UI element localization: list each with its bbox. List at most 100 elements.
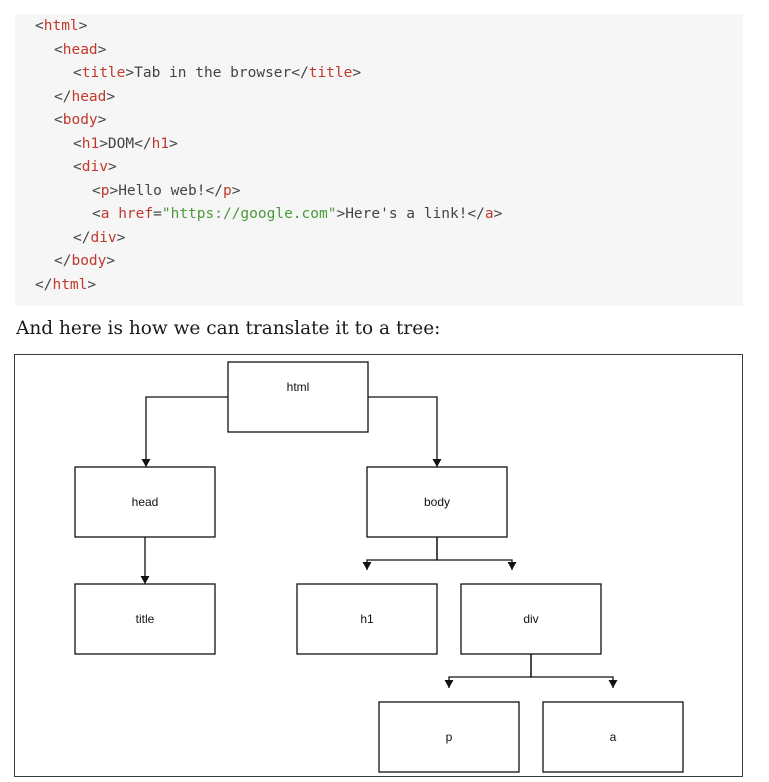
code-token: h1 bbox=[151, 135, 170, 152]
code-token: > bbox=[78, 18, 88, 34]
code-token: > bbox=[97, 112, 107, 128]
node-box bbox=[378, 701, 520, 773]
arrowhead bbox=[141, 459, 151, 467]
edge-html-head bbox=[141, 396, 228, 467]
code-token: > bbox=[97, 41, 107, 58]
code-token: html bbox=[52, 276, 88, 293]
node-box bbox=[74, 583, 216, 655]
code-token: > bbox=[169, 135, 178, 152]
code-line: <html> bbox=[35, 16, 87, 36]
code-token: </ bbox=[54, 88, 72, 105]
code-token: < bbox=[73, 135, 82, 152]
code-line: <body> bbox=[54, 110, 106, 130]
arrowhead bbox=[608, 680, 618, 688]
arrowhead bbox=[140, 576, 150, 584]
edge-body-div bbox=[436, 537, 517, 570]
edge-line bbox=[448, 654, 532, 688]
node-label-p: p bbox=[446, 730, 453, 744]
code-line: </body> bbox=[54, 251, 115, 271]
code-line: <p>Hello web!</p> bbox=[92, 181, 240, 201]
tree-svg: html head body title h1 div p a bbox=[74, 361, 684, 773]
edge-div-p bbox=[444, 654, 532, 688]
code-line: </html> bbox=[35, 275, 96, 295]
code-token: = bbox=[153, 206, 162, 222]
edge-line bbox=[436, 537, 513, 570]
node-box bbox=[74, 466, 216, 538]
code-line: <head> bbox=[54, 40, 106, 60]
code-token: h1 bbox=[81, 135, 100, 152]
arrowhead bbox=[362, 562, 372, 570]
node-title: title bbox=[74, 583, 216, 655]
code-token: < bbox=[73, 65, 82, 81]
node-label-h1: h1 bbox=[360, 612, 374, 626]
code-token: body bbox=[71, 253, 107, 269]
code-token: a bbox=[100, 206, 119, 222]
code-line: <title>Tab in the browser</title> bbox=[73, 63, 361, 83]
code-token: < bbox=[54, 112, 63, 128]
code-token: >DOM</ bbox=[99, 135, 152, 152]
code-token: div bbox=[81, 159, 108, 175]
code-token: "https://google.com" bbox=[161, 206, 337, 222]
code-token: > bbox=[106, 253, 116, 269]
node-p: p bbox=[378, 701, 520, 773]
code-token: < bbox=[54, 41, 63, 58]
code-token: > bbox=[87, 276, 97, 293]
code-token: > bbox=[231, 182, 241, 199]
dom-tree-diagram: html head body title h1 div p a bbox=[14, 354, 743, 777]
node-h1: h1 bbox=[296, 583, 438, 655]
edge-div-a bbox=[530, 654, 618, 688]
code-token: title bbox=[308, 65, 353, 81]
arrowhead bbox=[507, 562, 517, 570]
code-token: >Hello web!</ bbox=[109, 182, 223, 199]
code-token: head bbox=[71, 88, 107, 105]
code-token: body bbox=[62, 112, 98, 128]
code-token: href bbox=[118, 206, 154, 222]
code-token: title bbox=[81, 65, 126, 81]
node-label-a: a bbox=[610, 730, 617, 744]
code-token: </ bbox=[54, 253, 72, 269]
code-token: a bbox=[484, 206, 494, 222]
arrowhead bbox=[432, 459, 442, 467]
prose-paragraph: And here is how we can translate it to a… bbox=[16, 318, 441, 339]
node-label-div: div bbox=[523, 612, 538, 626]
node-box bbox=[460, 583, 602, 655]
node-div: div bbox=[460, 583, 602, 655]
node-label-head: head bbox=[132, 495, 159, 509]
code-token: >Tab in the browser</ bbox=[125, 65, 309, 81]
code-line: <h1>DOM</h1> bbox=[73, 134, 178, 154]
node-body: body bbox=[366, 466, 508, 538]
code-token: div bbox=[90, 229, 117, 246]
node-html: html bbox=[227, 361, 369, 433]
code-token: p bbox=[100, 182, 110, 199]
node-head: head bbox=[74, 466, 216, 538]
node-box bbox=[296, 583, 438, 655]
node-a: a bbox=[542, 701, 684, 773]
code-token: > bbox=[352, 65, 362, 81]
node-box bbox=[366, 466, 508, 538]
node-label-body: body bbox=[424, 495, 450, 509]
code-token: </ bbox=[35, 276, 53, 293]
edge-body-h1 bbox=[362, 537, 438, 570]
code-token: > bbox=[493, 206, 503, 222]
edge-line bbox=[366, 537, 438, 570]
code-token: >Here's a link!</ bbox=[336, 206, 485, 222]
node-box bbox=[542, 701, 684, 773]
arrowhead bbox=[444, 680, 454, 688]
code-token: < bbox=[73, 159, 82, 175]
node-box bbox=[227, 361, 369, 433]
node-label-title: title bbox=[136, 612, 155, 626]
edge-html-body bbox=[368, 396, 442, 467]
code-token: html bbox=[43, 18, 79, 34]
code-token: > bbox=[107, 159, 117, 175]
node-label-html: html bbox=[287, 380, 310, 394]
code-token: > bbox=[116, 229, 126, 246]
code-line: <div> bbox=[73, 157, 117, 177]
code-token: < bbox=[92, 206, 101, 222]
edge-line bbox=[530, 654, 614, 688]
code-line: </div> bbox=[73, 228, 125, 248]
code-token: < bbox=[35, 18, 44, 34]
code-line: </head> bbox=[54, 87, 115, 107]
code-line: <a href="https://google.com">Here's a li… bbox=[92, 204, 502, 224]
edge-head-title bbox=[140, 537, 150, 584]
code-token: head bbox=[62, 41, 98, 58]
